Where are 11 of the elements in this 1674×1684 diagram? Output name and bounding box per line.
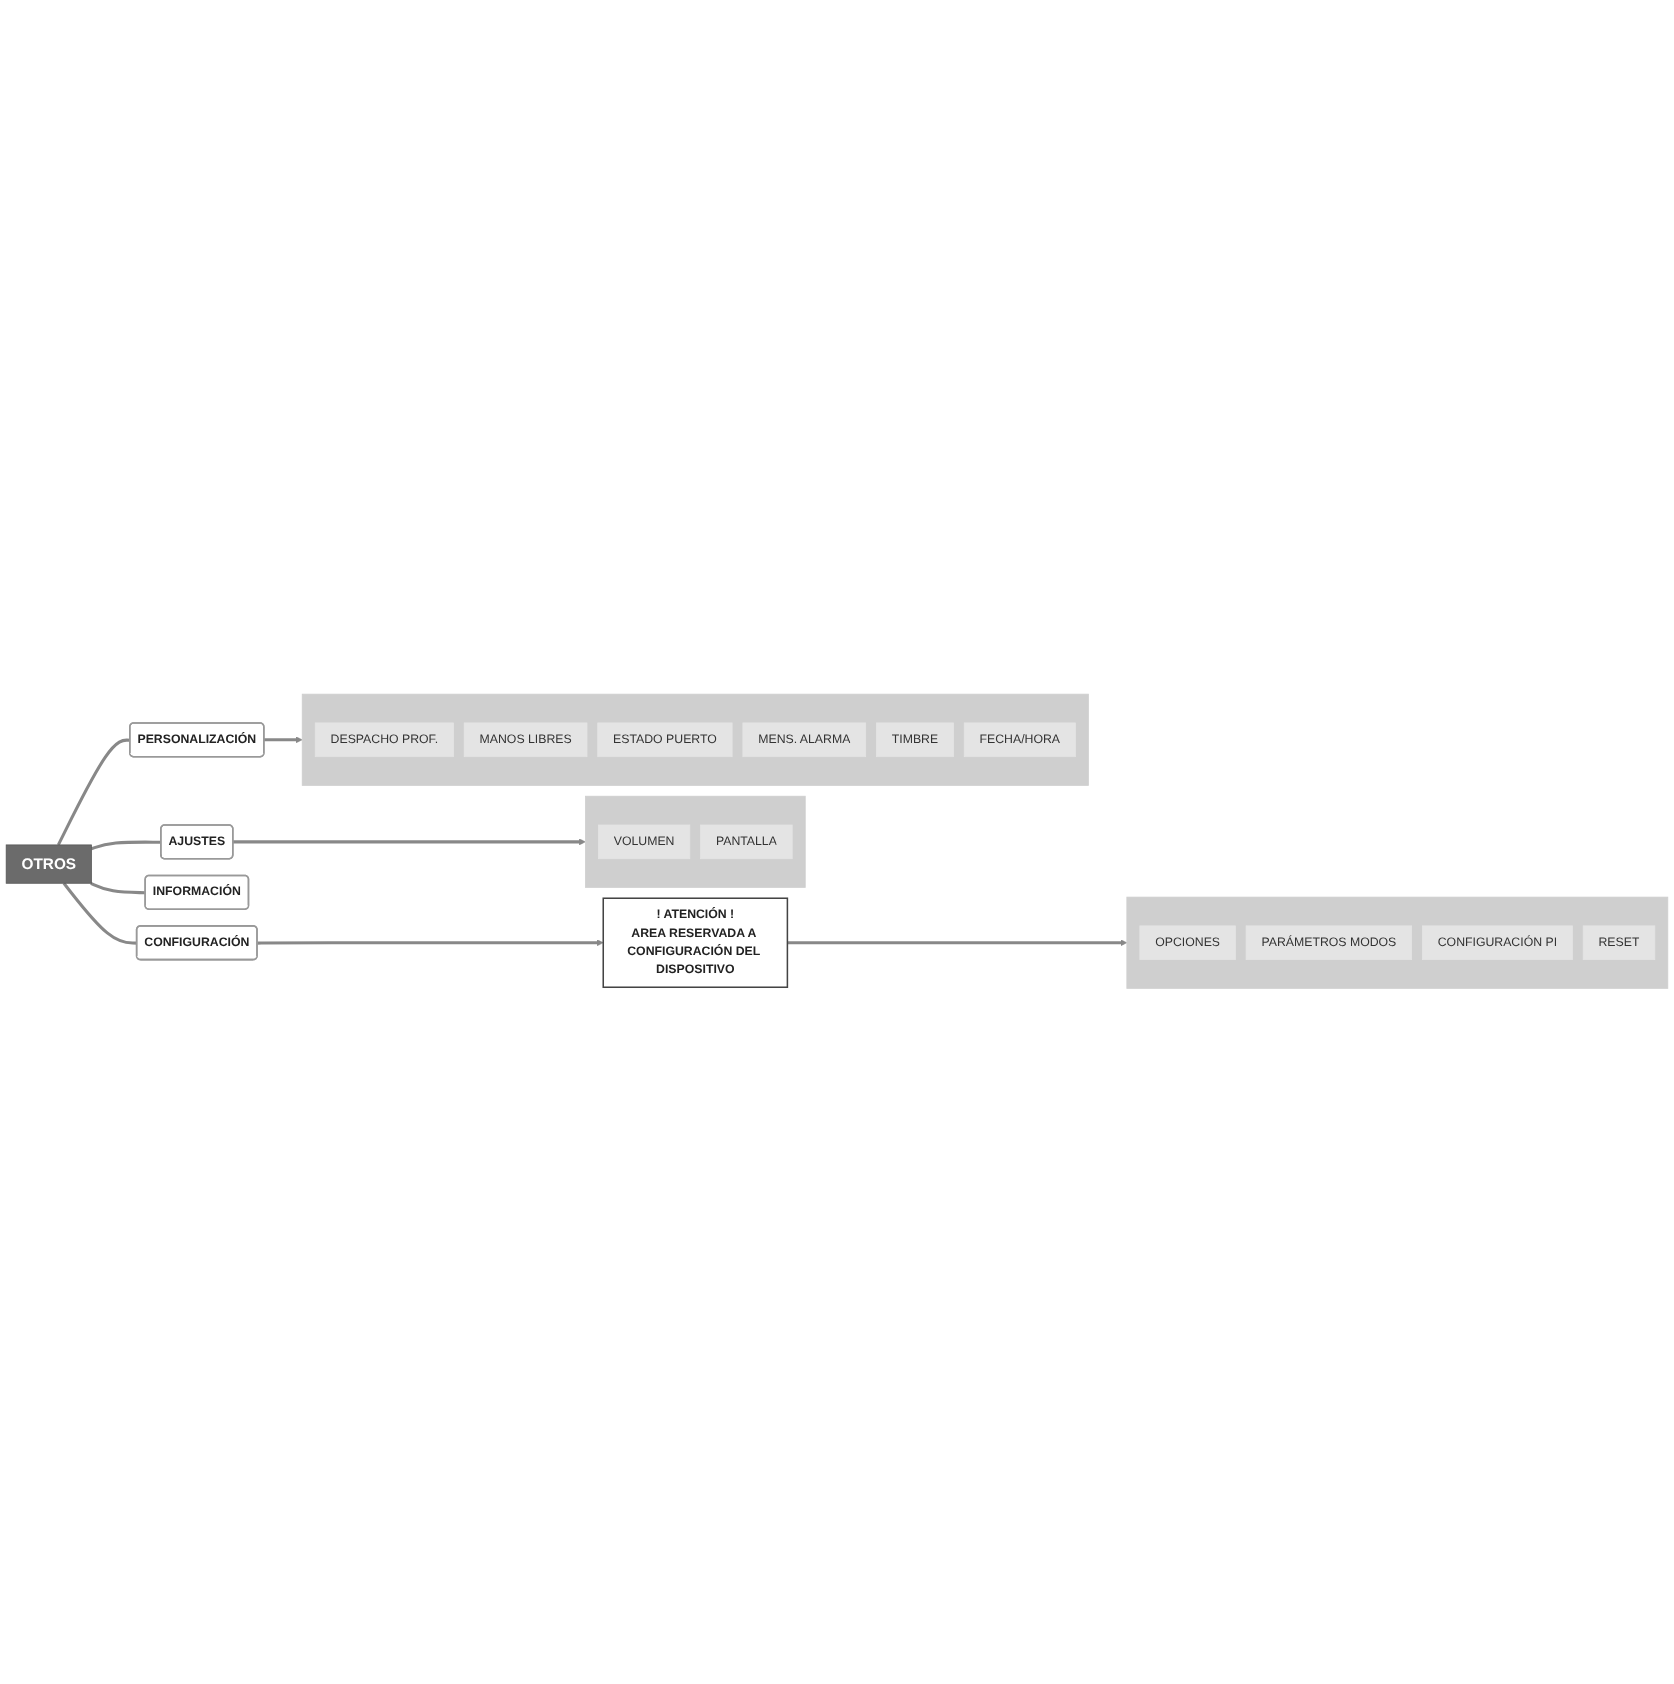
arrow — [257, 940, 604, 947]
cluster — [301, 694, 1089, 787]
arrow — [787, 940, 1128, 947]
arrow — [263, 737, 303, 744]
connector — [62, 883, 138, 946]
connector — [56, 739, 131, 847]
connector — [90, 882, 146, 895]
cluster — [585, 796, 806, 889]
cluster — [1126, 897, 1669, 990]
connector — [90, 841, 162, 851]
arrow — [232, 839, 586, 846]
